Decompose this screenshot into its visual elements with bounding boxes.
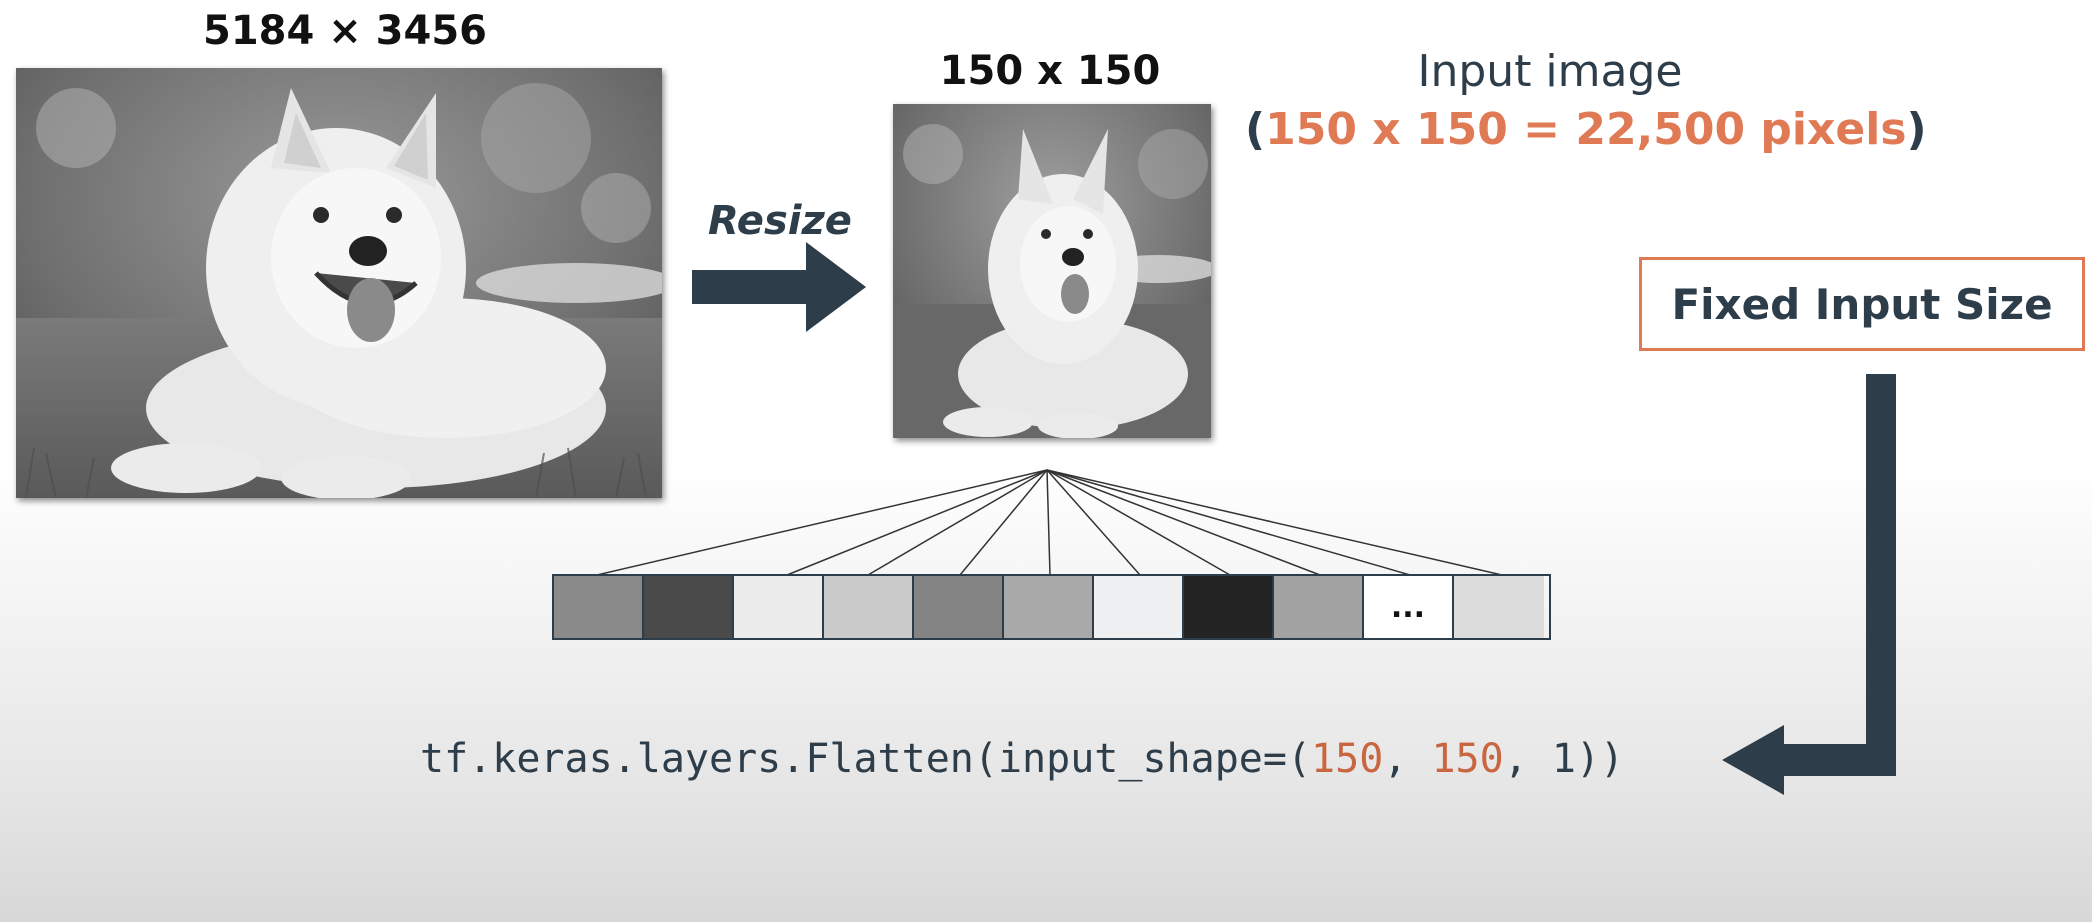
code-suffix: , 1)) — [1503, 736, 1625, 782]
fixed-input-size-label: Fixed Input Size — [1671, 279, 2053, 329]
input-image-detail: (150 x 150 = 22,500 pixels) — [1245, 104, 1927, 155]
code-separator: , — [1383, 736, 1432, 782]
pixel-cell — [1184, 576, 1274, 638]
pixel-cell — [734, 576, 824, 638]
pixel-cell — [554, 576, 644, 638]
pixel-cell — [1274, 576, 1364, 638]
resize-label: Resize — [708, 198, 852, 244]
pixel-cell — [1094, 576, 1184, 638]
original-size-label: 5184 × 3456 — [202, 8, 488, 54]
resized-size-label: 150 x 150 — [939, 48, 1161, 94]
input-image-open-paren: ( — [1245, 104, 1266, 155]
flatten-connector-lines — [596, 469, 1503, 576]
input-image-title: Input image — [1417, 46, 1683, 97]
original-dog-photo — [16, 68, 662, 498]
fixed-size-arrow-icon — [1722, 374, 1896, 795]
pixel-cell — [1004, 576, 1094, 638]
resize-arrow-icon — [692, 242, 866, 332]
flatten-code-line: tf.keras.layers.Flatten(input_shape=(150… — [420, 736, 1624, 782]
input-image-close-paren: ) — [1906, 104, 1927, 155]
pixel-cell — [914, 576, 1004, 638]
flattened-pixel-row: ... — [552, 574, 1551, 640]
code-prefix: tf.keras.layers.Flatten(input_shape=( — [420, 736, 1312, 782]
code-height-value: 150 — [1311, 736, 1384, 782]
fixed-input-size-box: Fixed Input Size — [1639, 257, 2085, 351]
pixel-cell — [824, 576, 914, 638]
pixel-cell: ... — [1364, 576, 1454, 638]
resized-dog-photo — [893, 104, 1211, 438]
pixel-cell — [1454, 576, 1544, 638]
input-image-pixel-count: 150 x 150 = 22,500 pixels — [1265, 104, 1907, 155]
code-width-value: 150 — [1431, 736, 1504, 782]
pixel-cell — [644, 576, 734, 638]
